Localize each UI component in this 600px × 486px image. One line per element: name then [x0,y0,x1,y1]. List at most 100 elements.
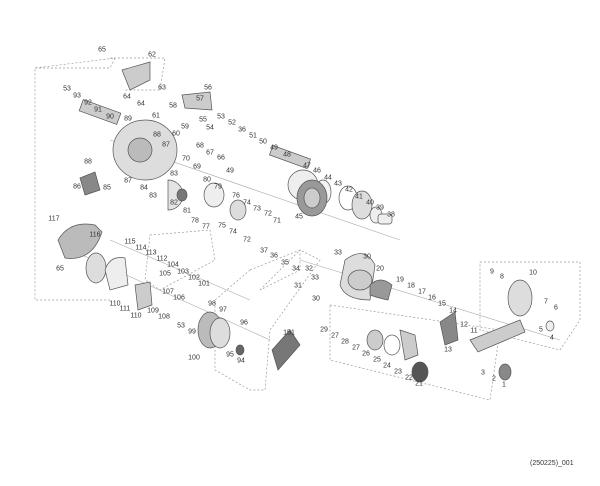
part-number-label: 95 [226,351,234,359]
part-number-label: 88 [84,158,92,166]
part-number-label: 3 [481,369,485,377]
part-number-label: 7 [544,298,548,306]
part-number-label: 111 [119,305,131,313]
part-number-label: 15 [438,300,446,308]
part-number-label: 61 [152,112,160,120]
part-number-label: 64 [137,100,145,108]
part-number-label: 43 [334,180,342,188]
part-number-label: 67 [206,149,214,157]
part-number-label: 101 [198,280,210,288]
part-number-label: 18 [407,282,415,290]
worm-shaft-part [78,99,122,125]
part-number-label: 19 [396,276,404,284]
part-number-label: 31 [294,282,302,290]
part-number-label: 29 [320,326,328,334]
part-number-label: 6 [554,304,558,312]
part-number-label: 113 [145,249,157,257]
part-number-label: 52 [228,119,236,127]
part-number-label: 110 [109,300,121,308]
part-number-label: 53 [63,85,71,93]
part-number-label: 89 [124,115,132,123]
part-number-label: 79 [214,183,222,191]
part-number-label: 14 [449,307,457,315]
part-number-label: 28 [341,338,349,346]
part-number-label: 74 [229,228,237,236]
part-number-label: 33 [334,249,342,257]
part-number-label: 51 [249,132,257,140]
part-number-label: 83 [149,192,157,200]
part-number-label: 54 [206,124,214,132]
part-number-label: 36 [270,252,278,260]
part-number-label: 48 [283,151,291,159]
handle-arm-part [469,319,526,353]
top-cover-part [121,61,151,91]
part-number-label: 10 [529,269,537,277]
part-number-label: 34 [292,265,300,273]
part-number-label: 65 [56,265,64,273]
part-number-label: 92 [84,99,92,107]
part-number-label: 49 [270,144,278,152]
part-number-label: 50 [259,138,267,146]
part-number-label: 151 [283,329,295,337]
part-number-label: 100 [188,354,200,362]
part-number-label: 20 [376,265,384,273]
part-number-label: 62 [148,51,156,59]
part-number-label: 115 [124,238,136,246]
part-number-label: 45 [295,213,303,221]
handle-knob-part [507,279,533,317]
part-number-label: 87 [124,177,132,185]
part-number-label: 1 [502,381,506,389]
part-number-label: 27 [352,344,360,352]
part-number-label: 99 [188,328,196,336]
part-number-label: 24 [383,362,391,370]
part-number-label: 42 [345,186,353,194]
part-number-label: 53 [177,322,185,330]
part-number-label: 114 [135,244,147,252]
part-number-label: 8 [500,273,504,281]
part-number-label: 55 [199,116,207,124]
part-151 [271,329,301,371]
part-number-label: 13 [444,346,452,354]
part-number-label: 98 [208,300,216,308]
part-number-label: 106 [173,294,185,302]
thumb-bar-part [79,171,101,196]
part-number-label: 30 [363,253,371,261]
part-number-label: 38 [387,211,395,219]
part-number-label: 116 [89,231,101,239]
star-drag-handle-part [439,311,459,346]
part-number-label: 68 [196,142,204,150]
part-number-label: 64 [123,93,131,101]
part-number-label: 81 [183,207,191,215]
part-number-label: 107 [162,288,174,296]
part-number-label: 73 [253,205,261,213]
part-number-label: 5 [539,326,543,334]
part-number-label: 90 [106,113,114,121]
part-number-label: 41 [355,193,363,201]
part-number-label: 49 [226,167,234,175]
part-number-label: 93 [73,92,81,100]
part-number-label: 32 [305,265,313,273]
part-number-label: 60 [172,130,180,138]
part-number-label: 108 [158,313,170,321]
part-number-label: 74 [243,199,251,207]
part-number-label: 39 [376,204,384,212]
part-number-label: 25 [373,356,381,364]
part-number-label: 9 [490,268,494,276]
part-number-label: 11 [470,327,478,335]
part-number-label: 12 [460,321,468,329]
parts [57,61,555,383]
part-number-label: 80 [203,176,211,184]
part-number-label: 53 [217,113,225,121]
part-number-label: 96 [240,319,248,327]
part-number-label: 40 [366,199,374,207]
part-number-label: 105 [159,270,171,278]
part-number-label: 59 [181,123,189,131]
group-outlines [34,57,581,401]
side-plate-part [57,223,103,259]
part-number-label: 82 [170,199,178,207]
part-number-label: 86 [73,183,81,191]
part-number-label: 97 [219,306,227,314]
part-number-label: 78 [191,217,199,225]
part-number-label: 35 [281,259,289,267]
